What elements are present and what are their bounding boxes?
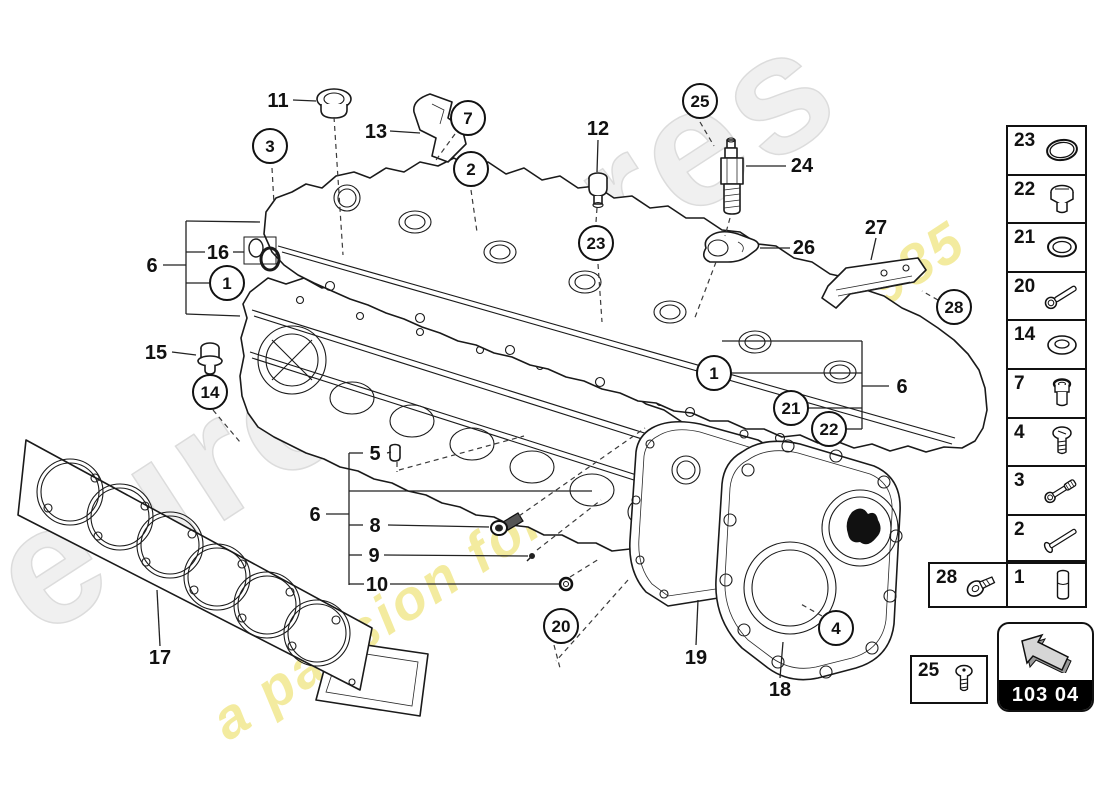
long-socket-bolt-icon [1044,285,1077,310]
svg-text:3: 3 [265,137,274,156]
part-label-6-center[interactable]: 6 [309,504,320,526]
callout-balloon-2[interactable]: 2 [453,151,489,187]
part-label-6-left[interactable]: 6 [146,255,157,277]
callout-balloon-1-right[interactable]: 1 [696,355,732,391]
socket-head-bolt-icon [1044,479,1077,504]
svg-text:7: 7 [463,109,472,128]
legend-row-20[interactable]: 20 [1008,273,1085,322]
bolt-8-drawing [490,512,524,536]
svg-text:4: 4 [831,619,841,638]
dowel-pin-icon [1056,569,1070,600]
part-label-17[interactable]: 17 [149,647,171,669]
part-label-26[interactable]: 26 [793,237,815,259]
part-group-code: 103 04 [1011,683,1080,706]
callout-balloon-20[interactable]: 20 [543,608,579,644]
svg-text:2: 2 [466,160,475,179]
oil-cap-drawing [316,88,352,119]
svg-text:28: 28 [945,298,964,317]
spark-plug-drawing [720,137,744,215]
arrow-up-left-icon [1020,633,1072,673]
o-ring-icon [1046,139,1078,162]
legend-cell-28[interactable]: 28 [928,562,1008,608]
part-label-24[interactable]: 24 [791,155,814,177]
legend-table: 23 22 21 20 14 [1006,125,1087,562]
dashed-leader-lines [212,116,939,669]
svg-text:1: 1 [709,364,718,383]
legend-row-21[interactable]: 21 [1008,224,1085,273]
leader-lines [156,99,889,679]
hex-plug-bolt-icon [1050,184,1074,214]
clamp-26-drawing [702,230,760,263]
legend-row-7[interactable]: 7 [1008,370,1085,419]
part-label-5[interactable]: 5 [369,443,380,465]
part-label-13[interactable]: 13 [365,121,387,143]
part-label-6-right[interactable]: 6 [896,376,907,398]
svg-text:21: 21 [782,399,801,418]
part-group-badge[interactable]: 103 04 [997,622,1094,712]
o-ring-16-drawing [243,236,281,272]
bull-logo-icon [846,508,881,545]
part-label-16[interactable]: 16 [207,242,229,264]
part-label-10[interactable]: 10 [366,574,388,596]
callout-balloon-22[interactable]: 22 [811,411,847,447]
callout-balloon-14[interactable]: 14 [192,374,228,410]
legend-row-22[interactable]: 22 [1008,176,1085,225]
callout-balloon-3[interactable]: 3 [252,128,288,164]
svg-text:25: 25 [691,92,710,111]
timing-cover-drawing [715,439,903,681]
long-flange-bolt-icon [1043,528,1077,553]
legend-row-14[interactable]: 14 [1008,321,1085,370]
part-label-18[interactable]: 18 [769,679,791,701]
part-label-19[interactable]: 19 [685,647,707,669]
part-label-15[interactable]: 15 [145,342,167,364]
callout-balloon-28[interactable]: 28 [936,289,972,325]
callout-balloon-7[interactable]: 7 [450,100,486,136]
valve-cover-drawing [263,157,988,453]
svg-text:20: 20 [552,617,571,636]
callout-balloon-21[interactable]: 21 [773,390,809,426]
legend-row-2[interactable]: 2 [1008,516,1085,562]
head-gasket-drawing [17,439,429,717]
grommet-10-drawing [558,576,574,592]
large-pan-head-screw-icon [966,576,996,597]
callout-balloon-1-left[interactable]: 1 [209,265,245,301]
legend-row-3[interactable]: 3 [1008,467,1085,516]
part-group-code-band: 103 04 [999,680,1092,710]
part-label-11[interactable]: 11 [267,90,288,112]
part-labels: 11 13 12 24 26 27 16 6 15 5 6 8 9 10 17 … [145,90,908,701]
legend-cell-1[interactable]: 1 [1006,562,1087,608]
callout-balloon-25[interactable]: 25 [682,83,718,119]
legend-row-23[interactable]: 23 [1008,127,1085,176]
rail-27-drawing [821,257,927,309]
svg-text:23: 23 [587,234,606,253]
svg-text:1: 1 [222,274,231,293]
part-label-12[interactable]: 12 [587,118,609,140]
legend-box-25[interactable]: 25 [910,655,988,704]
pin-9-drawing [526,553,535,562]
flat-washer-icon [1047,334,1077,355]
svg-text:14: 14 [201,383,220,402]
cap-nut-icon [1052,378,1072,407]
pin-5-drawing [389,443,401,462]
callout-balloon-23[interactable]: 23 [578,225,614,261]
part-label-27[interactable]: 27 [865,217,887,239]
svg-text:22: 22 [820,420,839,439]
legend-row-4[interactable]: 4 [1008,419,1085,468]
plug-12-drawing [588,172,608,209]
pan-head-screw-icon [1052,426,1072,455]
seal-washer-icon [1047,236,1077,258]
callout-balloons: 3 7 2 25 23 28 1 14 1 21 22 20 4 [192,83,972,646]
small-pan-head-screw-icon [955,664,973,691]
part-label-8[interactable]: 8 [369,515,380,537]
part-label-9[interactable]: 9 [368,545,379,567]
callout-balloon-4[interactable]: 4 [818,610,854,646]
